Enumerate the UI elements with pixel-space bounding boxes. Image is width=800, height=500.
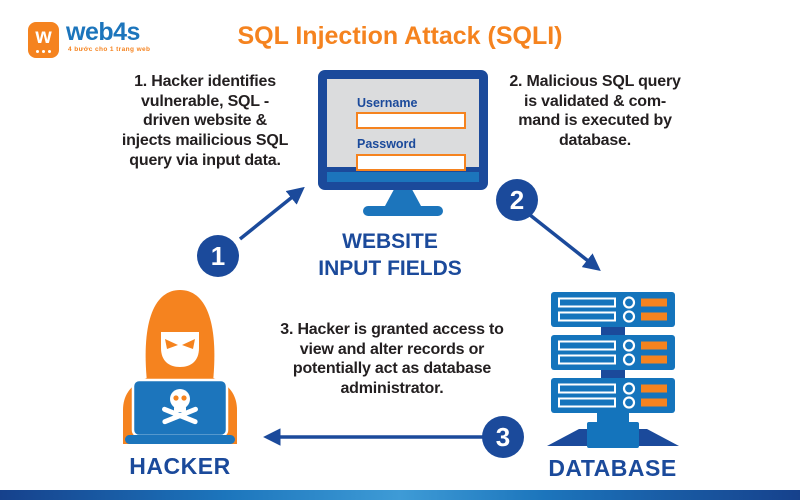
step2-text: 2. Malicious SQL query is validated & co… — [509, 73, 681, 150]
logo-brand: web4s — [66, 18, 140, 46]
monitor-stand-base — [363, 206, 443, 216]
hacker-icon — [123, 290, 237, 444]
arrow-step2-icon — [528, 213, 601, 272]
website-input-fields-label: WEBSITE INPUT FIELDS — [318, 230, 462, 281]
page-title: SQL Injection Attack (SQLI) — [237, 22, 563, 50]
step1-badge: 1 — [197, 235, 239, 277]
database-icon — [547, 292, 679, 448]
step3-badge: 3 — [482, 416, 524, 458]
server-unit — [551, 335, 675, 370]
monitor-stand-neck — [385, 190, 421, 206]
logo-mark-letter: w — [35, 25, 52, 48]
monitor-screen: Username Password — [327, 79, 479, 171]
username-input[interactable] — [356, 112, 466, 129]
footer-bar — [0, 490, 800, 500]
server-unit — [551, 292, 675, 327]
monitor-icon: Username Password — [318, 70, 488, 216]
skull-icon — [162, 389, 198, 425]
monitor-bezel — [327, 172, 479, 182]
logo: w web4s 4 bước cho 1 trang web — [26, 16, 196, 62]
step1-text: 1. Hacker identifies vulnerable, SQL - d… — [121, 73, 289, 169]
logo-tagline: 4 bước cho 1 trang web — [68, 46, 151, 53]
server-unit — [551, 378, 675, 413]
logo-dots-icon — [36, 50, 39, 53]
username-label: Username — [357, 96, 418, 110]
database-label: DATABASE — [548, 455, 677, 481]
arrow-step1-icon — [238, 186, 305, 241]
hacker-label: HACKER — [129, 453, 231, 479]
logo-w-icon: w — [28, 22, 59, 58]
step2-badge: 2 — [496, 179, 538, 221]
password-input[interactable] — [356, 154, 466, 171]
step3-text: 3. Hacker is granted access to view and … — [280, 321, 504, 398]
password-label: Password — [357, 137, 417, 151]
